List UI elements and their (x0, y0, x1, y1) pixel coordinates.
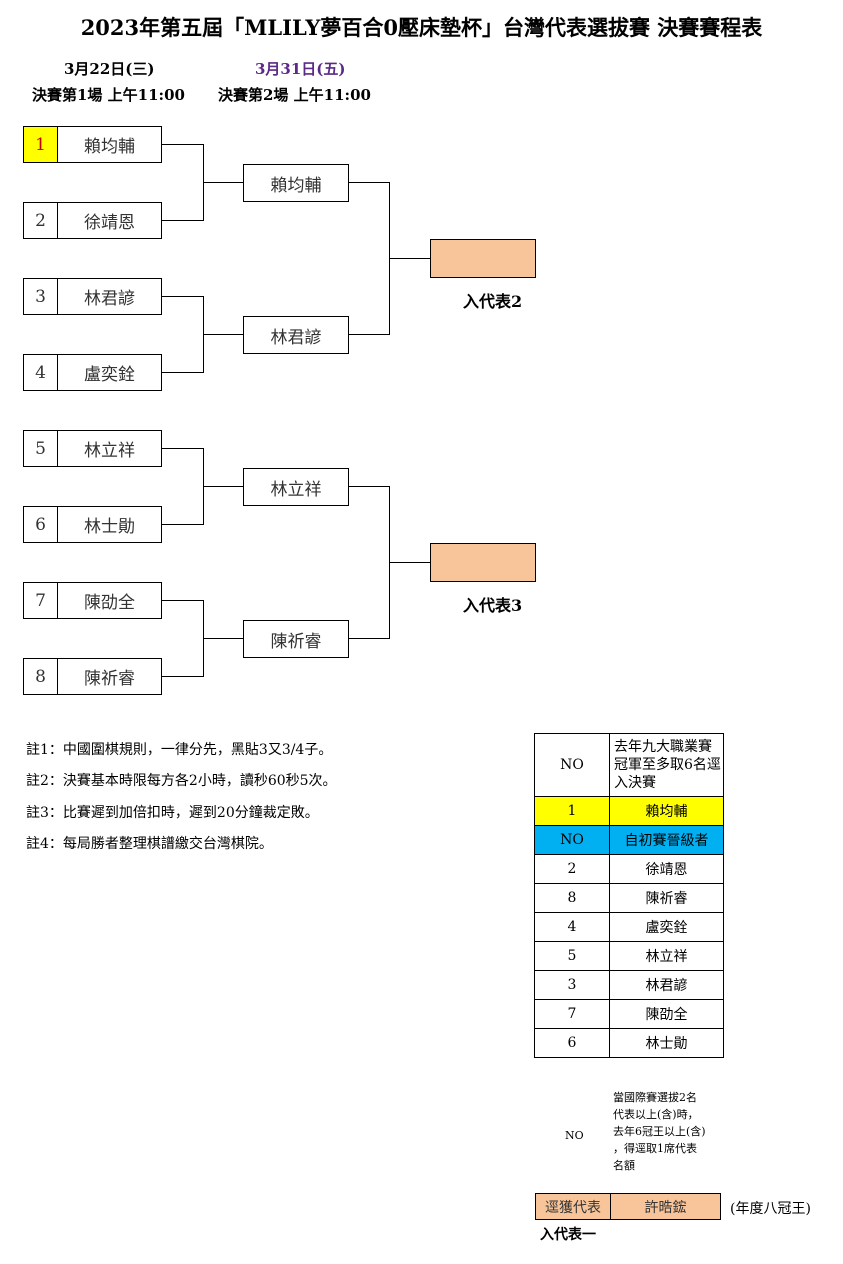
date-round2: 3月31日(五) (255, 60, 346, 78)
table-row: 8 陳祈睿 (534, 883, 724, 913)
seed-player: 林君諺 (57, 278, 162, 315)
table-cell-name: 自初賽晉級者 (609, 825, 724, 855)
bracket-line (162, 448, 204, 449)
seed-number: 2 (23, 202, 58, 239)
table-cell-name: 林立祥 (609, 941, 724, 971)
seeding-table: NO 去年九大職業賽冠軍至多取6名逕入決賽 1 賴均輔 NO 自初賽晉級者 2 … (534, 733, 724, 1058)
special-rule-line: 當國際賽選拔2名 (613, 1091, 697, 1104)
date-round1: 3月22日(三) (64, 60, 155, 78)
bracket-line (389, 258, 431, 259)
bracket-line (162, 220, 204, 221)
bracket-line (349, 334, 390, 335)
page-title: 2023年第五屆「MLILY夢百合0壓床墊杯」台灣代表選拔賽 決賽賽程表 (80, 15, 763, 40)
table-cell-no: 3 (534, 970, 610, 1000)
table-row: 7 陳劭全 (534, 999, 724, 1029)
table-row: NO 自初賽晉級者 (534, 825, 724, 855)
rule-note: 註1：中國圍棋規則，一律分先，黑貼3又3/4子。 (26, 742, 333, 758)
rule-note: 註3：比賽遲到加倍扣時，遲到20分鐘裁定敗。 (26, 805, 319, 821)
winner-box: 陳祈睿 (243, 620, 349, 658)
table-cell-name: 陳祈睿 (609, 883, 724, 913)
bracket-line (349, 638, 390, 639)
table-header-no: NO (534, 733, 610, 797)
final-label: 入代表2 (463, 292, 523, 311)
table-row: 4 盧奕銓 (534, 912, 724, 942)
bracket-line (162, 372, 204, 373)
seed-number: 1 (23, 126, 58, 163)
table-row: 6 林士勛 (534, 1028, 724, 1058)
winner-box: 林君諺 (243, 316, 349, 354)
round2-label: 決賽第2場 上午11:00 (218, 86, 371, 104)
seed-number: 5 (23, 430, 58, 467)
bracket-line (162, 524, 204, 525)
bracket-line (162, 296, 204, 297)
bracket-line (203, 182, 244, 183)
special-no-label: NO (565, 1129, 584, 1142)
table-cell-name: 徐靖恩 (609, 854, 724, 884)
table-cell-name: 賴均輔 (609, 796, 724, 826)
bracket-line (162, 600, 204, 601)
bracket-line (203, 334, 244, 335)
seed-number: 6 (23, 506, 58, 543)
table-cell-no: 2 (534, 854, 610, 884)
bracket-line (349, 182, 390, 183)
special-rule-line: 代表以上(含)時， (613, 1108, 699, 1121)
seed-number: 4 (23, 354, 58, 391)
final-label: 入代表3 (463, 596, 523, 615)
table-cell-name: 林士勛 (609, 1028, 724, 1058)
table-row: 5 林立祥 (534, 941, 724, 971)
table-cell-no: 5 (534, 941, 610, 971)
seed-player: 徐靖恩 (57, 202, 162, 239)
round1-label: 決賽第1場 上午11:00 (32, 86, 185, 104)
special-label: 逕獲代表 (535, 1193, 611, 1220)
seed-number: 3 (23, 278, 58, 315)
table-cell-no: 7 (534, 999, 610, 1029)
bracket-line (203, 486, 244, 487)
seed-number: 8 (23, 658, 58, 695)
winner-box: 賴均輔 (243, 164, 349, 202)
bracket-line (162, 676, 204, 677)
table-cell-name: 盧奕銓 (609, 912, 724, 942)
table-row: 1 賴均輔 (534, 796, 724, 826)
special-name: 許晧鋐 (610, 1193, 721, 1220)
seed-player: 陳祈睿 (57, 658, 162, 695)
rule-note: 註2：決賽基本時限每方各2小時，讀秒60秒5次。 (26, 773, 337, 789)
seed-player: 林立祥 (57, 430, 162, 467)
seed-number: 7 (23, 582, 58, 619)
table-row: 3 林君諺 (534, 970, 724, 1000)
table-header-row: NO 去年九大職業賽冠軍至多取6名逕入決賽 (534, 733, 724, 797)
table-cell-name: 林君諺 (609, 970, 724, 1000)
table-header-desc: 去年九大職業賽冠軍至多取6名逕入決賽 (609, 733, 724, 797)
final-result-box (430, 543, 536, 582)
bracket-line (389, 562, 431, 563)
table-cell-no: NO (534, 825, 610, 855)
table-cell-no: 8 (534, 883, 610, 913)
bracket-line (349, 486, 390, 487)
special-rule-line: ，得逕取1席代表 (613, 1142, 697, 1155)
table-cell-no: 1 (534, 796, 610, 826)
special-rule-line: 名額 (613, 1159, 635, 1172)
winner-box: 林立祥 (243, 468, 349, 506)
special-rule-text: 當國際賽選拔2名 代表以上(含)時， 去年6冠王以上(含) ，得逕取1席代表 名… (613, 1089, 706, 1174)
special-rule-line: 去年6冠王以上(含) (613, 1125, 706, 1138)
table-row: 2 徐靖恩 (534, 854, 724, 884)
final-result-box (430, 239, 536, 278)
bracket-line (162, 144, 204, 145)
special-note: (年度八冠王) (730, 1201, 811, 1217)
table-cell-no: 4 (534, 912, 610, 942)
seed-player: 盧奕銓 (57, 354, 162, 391)
seed-player: 陳劭全 (57, 582, 162, 619)
bracket-line (203, 638, 244, 639)
seed-player: 林士勛 (57, 506, 162, 543)
special-caption: 入代表一 (540, 1227, 596, 1243)
rule-note: 註4：每局勝者整理棋譜繳交台灣棋院。 (26, 836, 273, 852)
table-cell-name: 陳劭全 (609, 999, 724, 1029)
seed-player: 賴均輔 (57, 126, 162, 163)
table-cell-no: 6 (534, 1028, 610, 1058)
